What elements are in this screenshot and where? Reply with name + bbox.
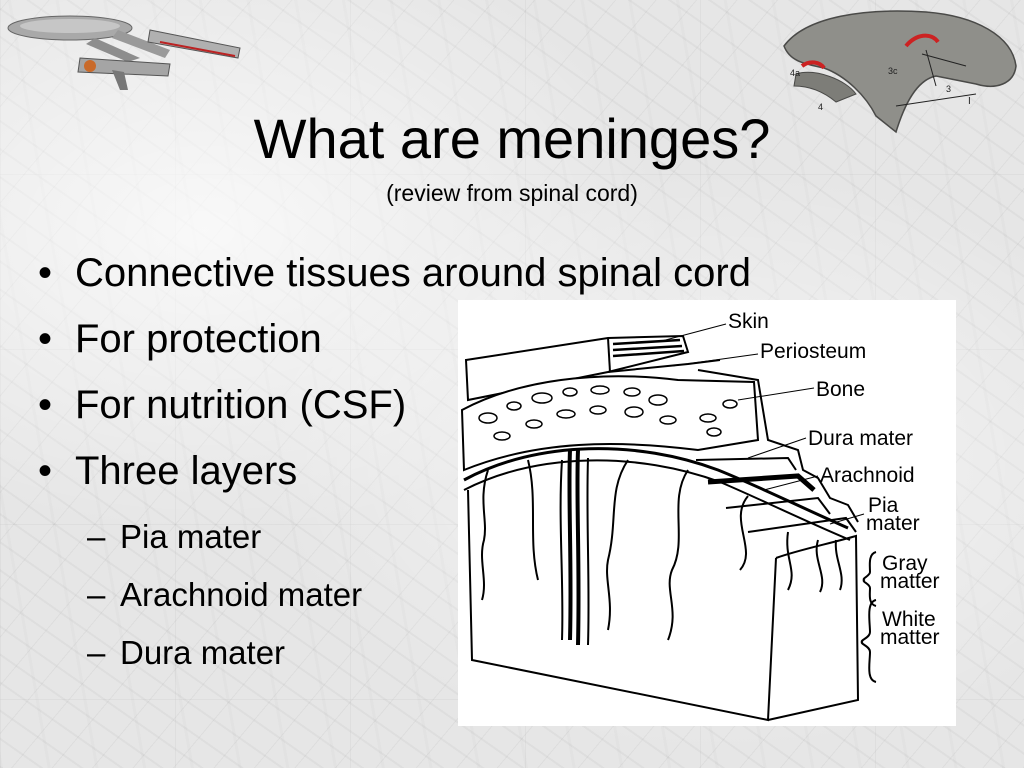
bullet-item: • For protection [30,312,751,378]
skull-label-4a: 4a [790,68,800,78]
bullet-marker: • [38,251,53,295]
bullet-text: Connective tissues around spinal cord [75,251,751,295]
bullet-marker: • [38,383,53,427]
meninges-diagram: Skin Periosteum Bone Dura mater Arachnoi… [458,300,956,726]
starship-image [7,15,241,90]
label-pia-line2: mater [866,512,920,535]
sub-bullet-item: –Pia mater [30,510,751,568]
bullet-text: For nutrition (CSF) [75,383,407,427]
bullet-marker: • [38,449,53,493]
bullet-text: Three layers [75,449,298,493]
label-bone: Bone [816,378,865,401]
sub-bullet-marker: – [87,518,106,555]
bullet-item: • Connective tissues around spinal cord [30,246,751,312]
skull-label-4: 4 [818,102,823,112]
skull-label-3c: 3c [888,66,898,76]
skull-label-i: I [968,96,971,107]
tissue-drawing [460,323,877,722]
sub-bullet-item: –Arachnoid mater [30,568,751,626]
bullet-text: For protection [75,317,322,361]
sub-bullet-text: Arachnoid mater [120,576,363,613]
sub-bullet-item: –Dura mater [30,626,751,684]
sub-bullet-text: Pia mater [120,518,262,555]
label-dura-mater: Dura mater [808,427,913,450]
label-gray-line2: matter [880,570,940,593]
skull-label-3: 3 [946,84,951,94]
bullet-marker: • [38,317,53,361]
sub-bullet-text: Dura mater [120,634,286,671]
label-pia-line1: Pia [868,494,899,517]
label-periosteum: Periosteum [760,340,866,363]
slide-subtitle: (review from spinal cord) [386,180,638,206]
meninges-illustration: Skin Periosteum Bone Dura mater Arachnoi… [460,310,940,722]
bullet-item: • For nutrition (CSF) [30,378,751,444]
label-skin: Skin [728,310,769,333]
label-arachnoid: Arachnoid [820,464,915,487]
label-white-line2: matter [880,626,940,649]
label-white-line1: White [882,608,936,631]
label-gray-line1: Gray [882,552,928,575]
bullet-list: • Connective tissues around spinal cord •… [30,246,751,684]
sub-bullet-marker: – [87,634,106,671]
bullet-item: • Three layers [30,444,751,510]
slide-title: What are meninges? [253,107,771,170]
sub-bullet-marker: – [87,576,106,613]
skull-image: 4a 3c 3 I 4 [783,10,1017,134]
